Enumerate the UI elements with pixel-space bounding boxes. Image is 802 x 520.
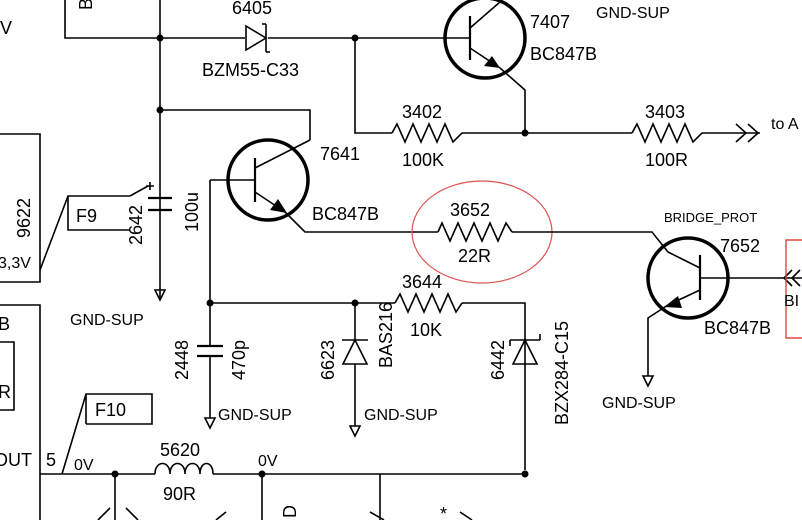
r3403-value: 100R	[645, 150, 688, 170]
d6405-ref: 6405	[232, 0, 272, 18]
zener-diode-6405: 6405 BZM55-C33	[160, 0, 355, 80]
q7652-ref: 7652	[720, 236, 760, 256]
r3652-ref: 3652	[450, 200, 490, 220]
q7641-part: BC847B	[312, 204, 379, 224]
left-block-9622: 9622 3,3V F9	[0, 133, 149, 283]
resistor-3644: 3644 10K	[206, 272, 526, 470]
gnd-sup-6623: GND-SUP	[364, 407, 438, 424]
l5620-value: 90R	[163, 484, 196, 504]
fragment-bi: BI	[784, 293, 799, 310]
d6623-part: BAS216	[376, 302, 396, 368]
c2448-ref: 2448	[172, 340, 192, 380]
resistor-3402: 3402 100K	[354, 38, 529, 170]
highlight-box	[785, 239, 802, 339]
pin-5: 5	[46, 450, 56, 470]
c2642-ref: 2642	[126, 205, 146, 245]
r9622-ref: 9622	[14, 198, 34, 238]
fragment-b-mid: B	[0, 314, 10, 334]
q7641-ref: 7641	[320, 144, 360, 164]
l5620-ref: 5620	[160, 440, 200, 460]
transistor-7652: BRIDGE_PROT 7652 BC847B BI GND-SUP	[602, 210, 802, 412]
r3403-ref: 3403	[645, 102, 685, 122]
transistor-7407: 7407 BC847B GND-SUP	[351, 0, 670, 133]
gnd-sup-7652: GND-SUP	[602, 395, 676, 412]
flag-f9: F9	[76, 206, 97, 226]
q7652-part: BC847B	[704, 318, 771, 338]
gnd-sup-2448: GND-SUP	[218, 407, 292, 424]
to-a-label: to A	[771, 116, 799, 133]
d6405-part: BZM55-C33	[202, 60, 299, 80]
d6623-ref: 6623	[318, 340, 338, 380]
fragment-v-left: V	[0, 18, 12, 38]
capacitor-2448: 2448 470p GND-SUP	[172, 303, 292, 430]
resistor-3652: 3652 22R	[411, 180, 669, 284]
transistor-7641: 7641 BC847B	[209, 138, 415, 303]
fragment-d-bottom: D	[280, 505, 300, 518]
d6442-part: BZX284-C15	[552, 321, 572, 425]
d6442-ref: 6442	[488, 340, 508, 380]
fragment-b-top: B	[76, 0, 96, 10]
net-bridge-prot: BRIDGE_PROT	[664, 210, 757, 225]
gnd-sup-7407: GND-SUP	[596, 5, 670, 22]
net-0v-left: 0V	[74, 457, 94, 474]
q7407-ref: 7407	[530, 12, 570, 32]
r3402-value: 100K	[402, 150, 444, 170]
fragment-out: OUT	[0, 450, 32, 470]
v33-label: 3,3V	[0, 255, 31, 272]
c2642-value: 100u	[182, 192, 202, 232]
zener-diode-6442: 6442 BZX284-C15	[488, 321, 572, 425]
inductor-5620: 5620 90R 0V D *	[40, 440, 529, 520]
gnd-sup-2642: GND-SUP	[70, 312, 144, 329]
r3644-value: 10K	[410, 320, 442, 340]
r3644-ref: 3644	[402, 272, 442, 292]
r3402-ref: 3402	[402, 102, 442, 122]
resistor-3403: 3403 100R to A	[525, 102, 799, 170]
q7407-part: BC847B	[530, 44, 597, 64]
diode-6623: 6623 BAS216 GND-SUP	[318, 302, 438, 438]
fragment-star: *	[440, 504, 447, 520]
c2448-value: 470p	[229, 340, 249, 380]
r3652-value: 22R	[458, 246, 491, 266]
bottom-left-block: B R OUT 5 F10 0V	[0, 304, 153, 520]
flag-f10: F10	[95, 400, 126, 420]
fragment-r-mid: R	[0, 382, 11, 402]
capacitor-2642: 2642 100u GND-SUP	[70, 182, 202, 329]
net-0v-mid: 0V	[258, 453, 278, 470]
supply-rail	[156, 0, 311, 300]
top-left-block: B V	[0, 0, 160, 39]
